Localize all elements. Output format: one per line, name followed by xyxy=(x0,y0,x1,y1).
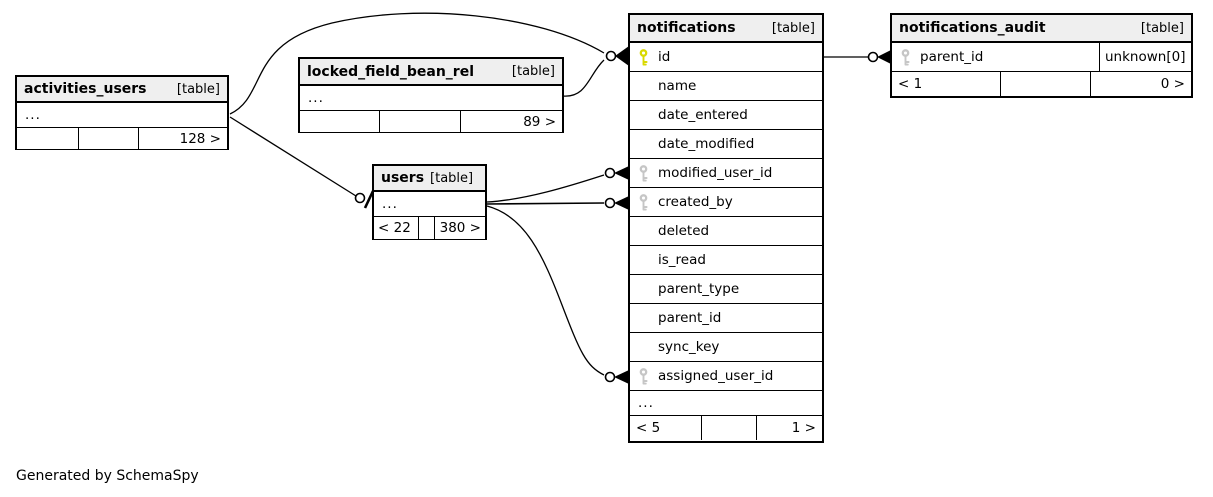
table-type-label: [table] xyxy=(1140,20,1184,36)
table-footer: < 22 380 > xyxy=(374,217,485,239)
footer-cell: < 5 xyxy=(636,420,661,436)
table-notifications-audit[interactable]: notifications_audit [table] parent_id un… xyxy=(890,13,1193,98)
column-name: date_entered xyxy=(658,107,748,123)
collapsed-columns-row: ... xyxy=(374,192,485,217)
table-header[interactable]: locked_field_bean_rel [table] xyxy=(300,59,562,86)
column-row-sync-key[interactable]: sync_key xyxy=(630,333,822,362)
relation-users-to-assigned-user-id xyxy=(486,205,605,376)
footer-cell xyxy=(1000,72,1090,96)
column-row-parent-id[interactable]: parent_id unknown[0] xyxy=(892,43,1191,72)
footer-cell: < 1 xyxy=(898,76,923,92)
column-name: modified_user_id xyxy=(658,165,773,181)
endpoint-modified-user-id xyxy=(604,166,629,180)
footer-cell xyxy=(300,111,379,132)
foreign-key-icon xyxy=(638,367,658,385)
relation-users-to-created-by xyxy=(486,202,605,205)
column-name: sync_key xyxy=(658,339,720,355)
relation-locked-field-bean-rel-to-notifications-id xyxy=(562,59,605,97)
column-row-created-by[interactable]: created_by xyxy=(630,188,822,217)
footer-cell: 89 > xyxy=(460,111,562,132)
column-row-modified-user-id[interactable]: modified_user_id xyxy=(630,159,822,188)
table-notifications[interactable]: notifications [table] id name date_enter… xyxy=(628,13,824,443)
column-name: parent_id xyxy=(920,49,984,65)
footer-cell xyxy=(701,416,756,440)
table-title: locked_field_bean_rel xyxy=(307,63,474,80)
footer-cell: 128 > xyxy=(138,128,227,149)
table-footer: 128 > xyxy=(17,128,227,149)
table-title: notifications_audit xyxy=(899,20,1046,36)
endpoint-assigned-user-id xyxy=(604,370,629,384)
table-header[interactable]: notifications [table] xyxy=(630,15,822,43)
footer-cell: < 22 xyxy=(378,220,411,236)
generated-by-note: Generated by SchemaSpy xyxy=(16,468,199,484)
table-title: notifications xyxy=(637,20,736,36)
column-row-deleted[interactable]: deleted xyxy=(630,217,822,246)
column-type: unknown[0] xyxy=(1099,43,1191,71)
footer-cell xyxy=(17,128,78,149)
column-row-date-modified[interactable]: date_modified xyxy=(630,130,822,159)
table-header[interactable]: activities_users [table] xyxy=(17,77,227,103)
column-row-parent-id[interactable]: parent_id xyxy=(630,304,822,333)
column-row-assigned-user-id[interactable]: assigned_user_id xyxy=(630,362,822,391)
column-name: date_modified xyxy=(658,136,755,152)
footer-cell: 380 > xyxy=(434,217,485,239)
column-row-id[interactable]: id xyxy=(630,43,822,72)
foreign-key-icon xyxy=(900,48,920,66)
table-title: activities_users xyxy=(24,81,147,97)
column-row-parent-type[interactable]: parent_type xyxy=(630,275,822,304)
collapsed-columns-row: ... xyxy=(17,103,227,128)
table-footer: < 1 0 > xyxy=(892,72,1191,96)
table-header[interactable]: notifications_audit [table] xyxy=(892,15,1191,43)
foreign-key-icon xyxy=(638,164,658,182)
footer-cell xyxy=(78,128,138,149)
table-activities-users[interactable]: activities_users [table] ... 128 > xyxy=(15,75,229,150)
table-footer: < 5 1 > xyxy=(630,416,822,440)
table-locked-field-bean-rel[interactable]: locked_field_bean_rel [table] ... 89 > xyxy=(298,57,564,133)
table-users[interactable]: users [table] ... < 22 380 > xyxy=(372,164,487,240)
column-name: is_read xyxy=(658,252,706,268)
collapsed-columns-row: ... xyxy=(300,86,562,111)
column-name: created_by xyxy=(658,194,733,210)
footer-cell: 1 > xyxy=(756,416,822,440)
table-type-label: [table] xyxy=(771,20,815,36)
column-name: assigned_user_id xyxy=(658,368,774,384)
table-footer: 89 > xyxy=(300,111,562,132)
table-type-label: [table] xyxy=(176,81,220,97)
column-row-name[interactable]: name xyxy=(630,72,822,101)
table-header[interactable]: users [table] xyxy=(374,166,485,192)
table-title: users xyxy=(381,170,425,186)
table-type-label: [table] xyxy=(511,64,555,79)
collapsed-columns-row: ... xyxy=(630,391,822,416)
footer-cell: 0 > xyxy=(1090,72,1191,96)
footer-cell xyxy=(418,217,434,239)
foreign-key-icon xyxy=(638,193,658,211)
endpoint-created-by xyxy=(604,196,629,210)
footer-cell xyxy=(379,111,460,132)
column-row-date-entered[interactable]: date_entered xyxy=(630,101,822,130)
table-type-label: [table] xyxy=(430,170,474,186)
endpoint-audit-parent-id xyxy=(867,50,891,64)
primary-key-icon xyxy=(638,48,658,66)
column-name: deleted xyxy=(658,223,710,239)
column-name: parent_type xyxy=(658,281,740,297)
column-name: id xyxy=(658,49,671,65)
column-row-is-read[interactable]: is_read xyxy=(630,246,822,275)
endpoint-users xyxy=(354,190,375,209)
column-name: name xyxy=(658,78,697,94)
column-name: parent_id xyxy=(658,310,722,326)
relation-users-to-modified-user-id xyxy=(486,174,605,203)
endpoint-notifications-id xyxy=(605,46,629,66)
